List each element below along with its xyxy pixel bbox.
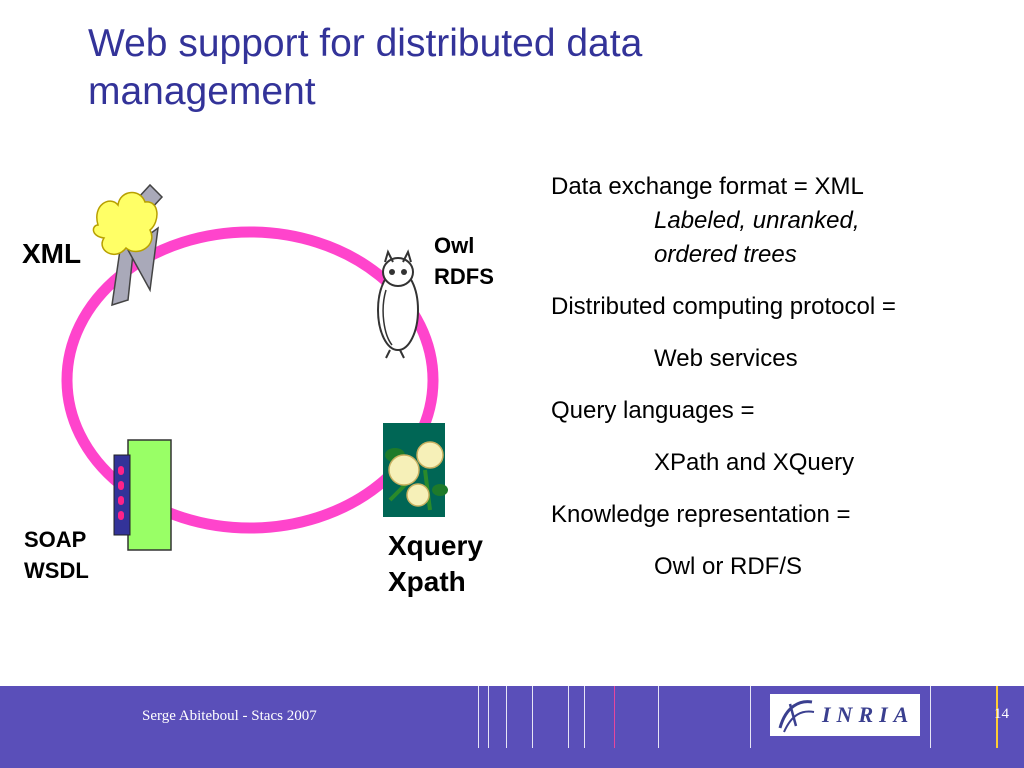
- inria-logo: INRIA: [770, 694, 920, 736]
- bullet-detail: Web services: [654, 345, 798, 372]
- bullet-list: Data exchange format = XML Labeled, unra…: [551, 170, 1011, 584]
- roses-icon: [383, 423, 448, 517]
- bullet-heading: Knowledge representation =: [551, 501, 851, 528]
- xpath-label: Xpath: [388, 566, 466, 597]
- footer-divider: [568, 686, 569, 748]
- tree-icon: [92, 183, 164, 307]
- bullet-detail: Labeled, unranked,: [654, 207, 860, 234]
- owl-label: Owl: [434, 233, 475, 258]
- device-panel-icon: [113, 439, 172, 551]
- bullet-detail: ordered trees: [654, 241, 797, 268]
- xquery-xpath-label: Xquery Xpath: [388, 528, 483, 600]
- bullet-heading: Distributed computing protocol =: [551, 293, 896, 320]
- owl-icon: [377, 249, 419, 359]
- footer-divider: [532, 686, 533, 748]
- footer-divider: [584, 686, 585, 748]
- slide-title: Web support for distributed data managem…: [88, 22, 643, 113]
- footer-divider: [506, 686, 507, 748]
- owl-rdfs-label: Owl RDFS: [434, 230, 494, 292]
- logo-mark-icon: [778, 700, 815, 733]
- bullet-detail: XPath and XQuery: [654, 449, 855, 476]
- logo-text: INRIA: [822, 702, 915, 727]
- footer-divider: [750, 686, 751, 748]
- xquery-label: Xquery: [388, 530, 483, 561]
- bullet-detail: Owl or RDF/S: [654, 553, 803, 580]
- footer-divider: [930, 686, 931, 748]
- slide-footer: Serge Abiteboul - Stacs 2007 INRIA 14: [0, 686, 1024, 768]
- footer-divider: [478, 686, 479, 748]
- wsdl-label: WSDL: [24, 558, 89, 583]
- soap-wsdl-label: SOAP WSDL: [24, 524, 89, 586]
- footer-divider: [488, 686, 489, 748]
- footer-divider: [614, 686, 615, 748]
- footer-divider: [996, 686, 998, 748]
- soap-label: SOAP: [24, 527, 87, 552]
- page-number: 14: [994, 706, 1009, 722]
- xml-label: XML: [22, 238, 82, 269]
- footer-author: Serge Abiteboul - Stacs 2007: [142, 708, 317, 724]
- bullet-heading: Query languages =: [551, 397, 755, 424]
- rdfs-label: RDFS: [434, 264, 494, 289]
- bullet-heading: Data exchange format = XML: [551, 173, 864, 200]
- architecture-diagram: [61, 183, 448, 551]
- connection-ring: [61, 226, 439, 534]
- footer-divider: [658, 686, 659, 748]
